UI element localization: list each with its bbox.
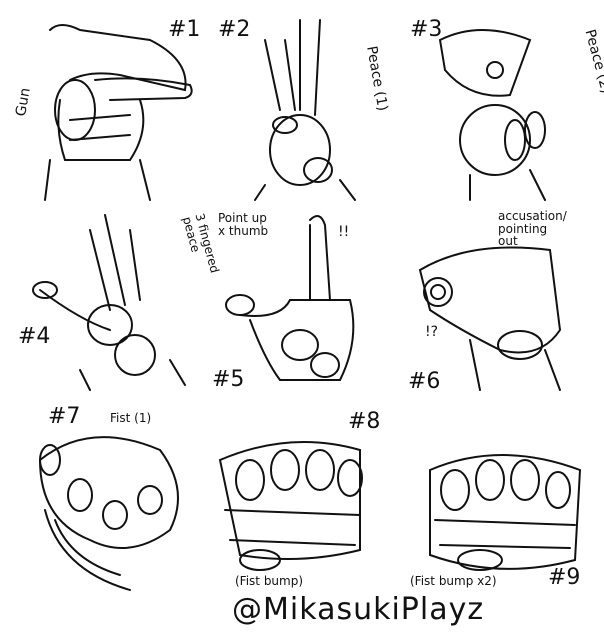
hand-sketch-peace-1 xyxy=(254,19,356,201)
hand-sketch-fist-bump xyxy=(218,441,363,571)
panel-number: #4 xyxy=(18,324,51,349)
interrobang-note: !? xyxy=(425,324,439,340)
hand-sketch-peace-2 xyxy=(438,29,546,201)
panel-number: #5 xyxy=(212,367,245,392)
exclaim-note: !! xyxy=(338,224,350,240)
panel-number: #6 xyxy=(408,369,441,394)
panel-number: #8 xyxy=(348,409,381,434)
hand-sketch-gun xyxy=(44,24,193,201)
hand-sketch-accusation xyxy=(418,246,562,391)
panel-caption: accusation/ pointing out xyxy=(498,209,567,249)
panel-caption: Point up x thumb xyxy=(218,211,269,238)
panel-number: #1 xyxy=(168,17,201,42)
hand-sketch-point-up xyxy=(225,215,355,381)
hand-sketch-three-finger-peace xyxy=(32,214,186,391)
hand-sketch-fist-1 xyxy=(38,436,179,591)
panel-number: #3 xyxy=(410,17,443,42)
panel-number: #2 xyxy=(218,17,251,42)
panel-number: #7 xyxy=(48,404,81,429)
panel-number: #9 xyxy=(548,565,581,590)
panel-caption: (Fist bump x2) xyxy=(410,574,497,588)
fist-bump-note: (Fist bump) xyxy=(235,574,304,588)
hand-sketch-fist-bump-x2 xyxy=(429,454,582,571)
panel-caption: Fist (1) xyxy=(110,411,152,425)
artist-signature: @MikasukiPlayz xyxy=(232,592,485,627)
